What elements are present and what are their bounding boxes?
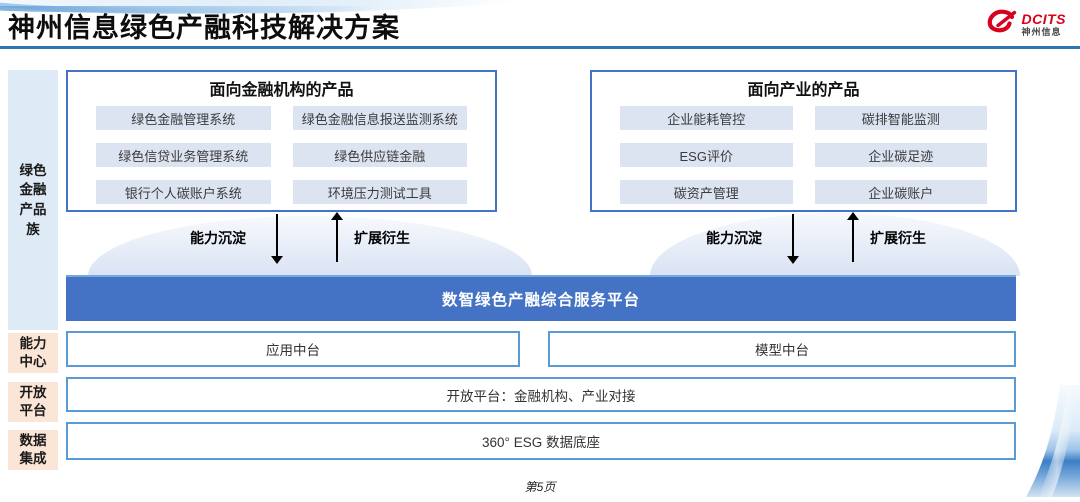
group-items-grid: 企业能耗管控 碳排智能监测 ESG评价 企业碳足迹 碳资产管理 企业碳账户 (620, 106, 987, 204)
model-middle-platform-box: 模型中台 (548, 331, 1016, 367)
flow-arrows-right: 能力沉淀 扩展衍生 (706, 212, 926, 264)
arrow-up-icon (330, 212, 344, 262)
group-title: 面向产业的产品 (747, 82, 860, 99)
sidebar-capability-center-label: 能力中心 (19, 335, 47, 369)
product-item: 绿色金融管理系统 (96, 106, 271, 130)
group-title: 面向金融机构的产品 (209, 82, 354, 99)
app-middle-platform-box: 应用中台 (66, 331, 520, 367)
platform-banner-title: 数智绿色产融综合服务平台 (441, 292, 640, 309)
product-item: 碳排智能监测 (814, 106, 987, 130)
sidebar-open-platform-label: 开放平台 (19, 384, 47, 418)
title-divider (0, 46, 1080, 49)
flow-up-label: 扩展衍生 (354, 230, 410, 246)
dcits-swirl-icon (983, 8, 1017, 41)
product-item: 环境压力测试工具 (292, 180, 467, 204)
open-platform-box: 开放平台：金融机构、产业对接 (66, 377, 1016, 412)
product-item: 企业碳足迹 (814, 143, 987, 167)
product-item: 企业能耗管控 (620, 106, 793, 130)
logo-company-text: 神州信息 (1021, 27, 1062, 37)
product-item: 绿色供应链金融 (292, 143, 467, 167)
flow-up-label: 扩展衍生 (870, 230, 926, 246)
sidebar-data-integration-label: 数据集成 (19, 432, 47, 466)
arrow-down-icon (270, 214, 284, 264)
sidebar-capability-center: 能力中心 (8, 333, 58, 373)
arrow-down-icon (786, 214, 800, 264)
product-item: 企业碳账户 (814, 180, 987, 204)
flow-down-label: 能力沉淀 (190, 230, 246, 246)
logo-brand-text: DCITS (1021, 11, 1066, 27)
sidebar-data-integration: 数据集成 (8, 430, 58, 470)
sidebar-product-family: 绿色金融产品族 (8, 70, 58, 330)
dcits-logo: DCITS 神州信息 (983, 8, 1067, 41)
group-financial-products: 面向金融机构的产品 绿色金融管理系统 绿色金融信息报送监测系统 绿色信贷业务管理… (66, 70, 497, 212)
platform-banner: 数智绿色产融综合服务平台 (66, 275, 1016, 321)
esg-data-base-box: 360° ESG 数据底座 (66, 422, 1016, 460)
flow-arrows-left: 能力沉淀 扩展衍生 (190, 212, 410, 264)
product-item: 银行个人碳账户系统 (96, 180, 271, 204)
page-title: 神州信息绿色产融科技解决方案 (8, 13, 400, 43)
sidebar-product-family-label: 绿色金融产品族 (19, 162, 47, 237)
flow-down-label: 能力沉淀 (706, 230, 762, 246)
arrow-up-icon (846, 212, 860, 262)
product-item: 碳资产管理 (620, 180, 793, 204)
group-industry-products: 面向产业的产品 企业能耗管控 碳排智能监测 ESG评价 企业碳足迹 碳资产管理 … (590, 70, 1017, 212)
product-item: 绿色信贷业务管理系统 (96, 143, 271, 167)
page-number: 第5页 (524, 480, 556, 494)
sidebar-open-platform: 开放平台 (8, 382, 58, 422)
group-items-grid: 绿色金融管理系统 绿色金融信息报送监测系统 绿色信贷业务管理系统 绿色供应链金融… (96, 106, 467, 204)
product-item: ESG评价 (620, 143, 793, 167)
product-item: 绿色金融信息报送监测系统 (292, 106, 467, 130)
